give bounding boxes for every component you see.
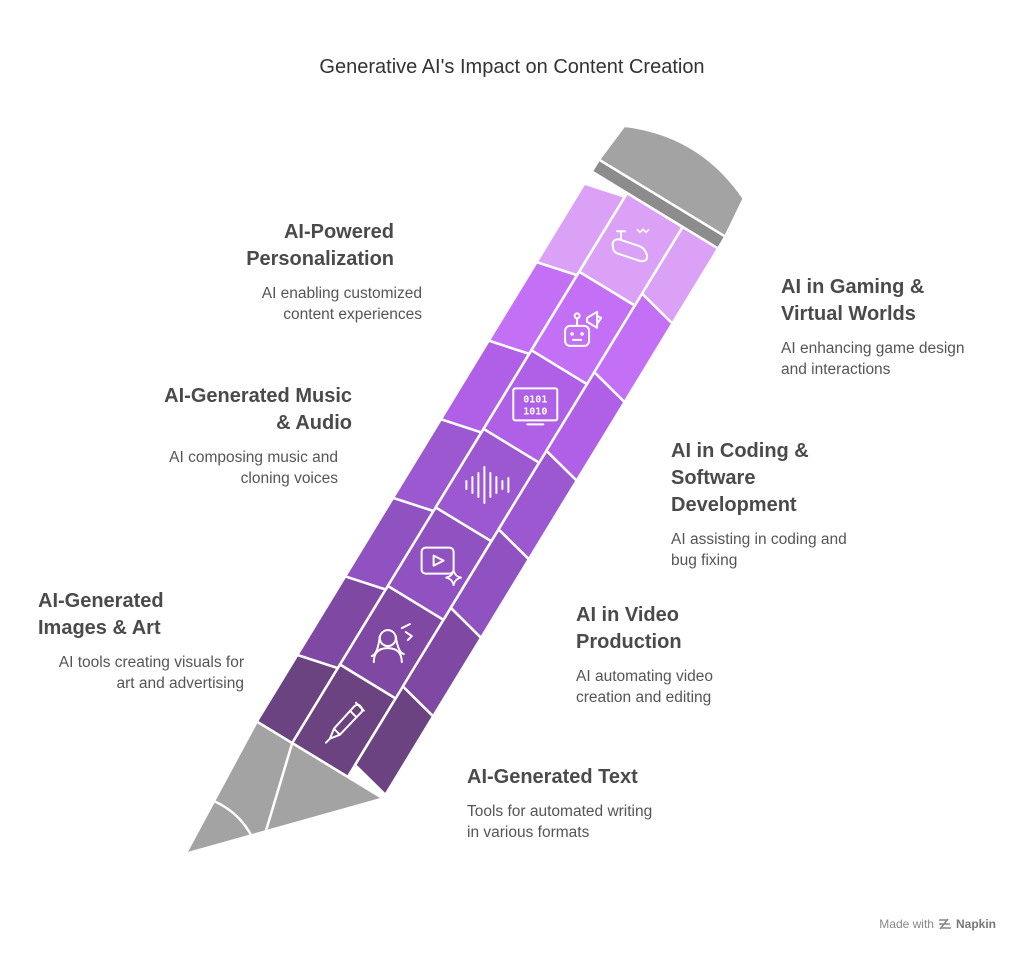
artist-icon: [370, 623, 413, 664]
svg-text:0101: 0101: [523, 394, 547, 405]
label-description: AI automating video creation and editing: [576, 668, 714, 706]
label-ai-coding: AI in Coding & Software Development AI a…: [671, 438, 901, 571]
label-ai-generated-images: AI-Generated Images & Art AI tools creat…: [20, 588, 244, 694]
label-ai-generated-text: AI-Generated Text Tools for automated wr…: [467, 764, 727, 843]
label-description: AI enabling customized content experienc…: [261, 285, 422, 323]
svg-text:1010: 1010: [523, 406, 547, 417]
label-title: AI-Generated Images & Art: [38, 590, 164, 639]
sound-wave-icon: [465, 466, 510, 504]
footer-brand: Napkin: [955, 917, 996, 931]
page-title: Generative AI's Impact on Content Creati…: [319, 56, 705, 78]
pencil-tip: [184, 720, 385, 856]
video-sparkle-icon: [420, 546, 462, 586]
label-description: Tools for automated writing in various f…: [467, 803, 653, 841]
pencil-eraser-cap: [597, 124, 746, 238]
footer: Made with Napkin: [879, 917, 996, 931]
pencil-eraser: [590, 124, 746, 250]
label-title: AI-Powered Personalization: [246, 221, 394, 270]
label-description: AI tools creating visuals for art and ad…: [58, 654, 244, 692]
label-title: AI-Generated Music & Audio: [164, 385, 352, 434]
pencil-tip-arc: [203, 796, 260, 854]
pencil-tip-cone: [184, 720, 385, 856]
label-description: AI assisting in coding and bug fixing: [671, 531, 847, 569]
label-title: AI in Video Production: [576, 604, 682, 653]
pencil-tip-facet: [262, 742, 294, 839]
game-controller-icon: [611, 228, 650, 263]
label-title: AI in Coding & Software Development: [671, 440, 809, 516]
robot-megaphone-icon: [564, 310, 603, 347]
label-title: AI in Gaming & Virtual Worlds: [781, 276, 925, 325]
label-ai-personalization: AI-Powered Personalization AI enabling c…: [180, 219, 422, 325]
footer-prefix: Made with: [879, 917, 934, 931]
label-ai-gaming: AI in Gaming & Virtual Worlds AI enhanci…: [781, 274, 1011, 380]
label-title: AI-Generated Text: [467, 766, 638, 788]
label-ai-generated-music: AI-Generated Music & Audio AI composing …: [110, 383, 352, 489]
label-description: AI enhancing game design and interaction…: [781, 340, 965, 378]
napkin-logo-icon: [938, 918, 951, 930]
label-ai-video-production: AI in Video Production AI automating vid…: [576, 602, 806, 708]
label-description: AI composing music and cloning voices: [169, 449, 338, 487]
pen-icon: [324, 701, 365, 744]
